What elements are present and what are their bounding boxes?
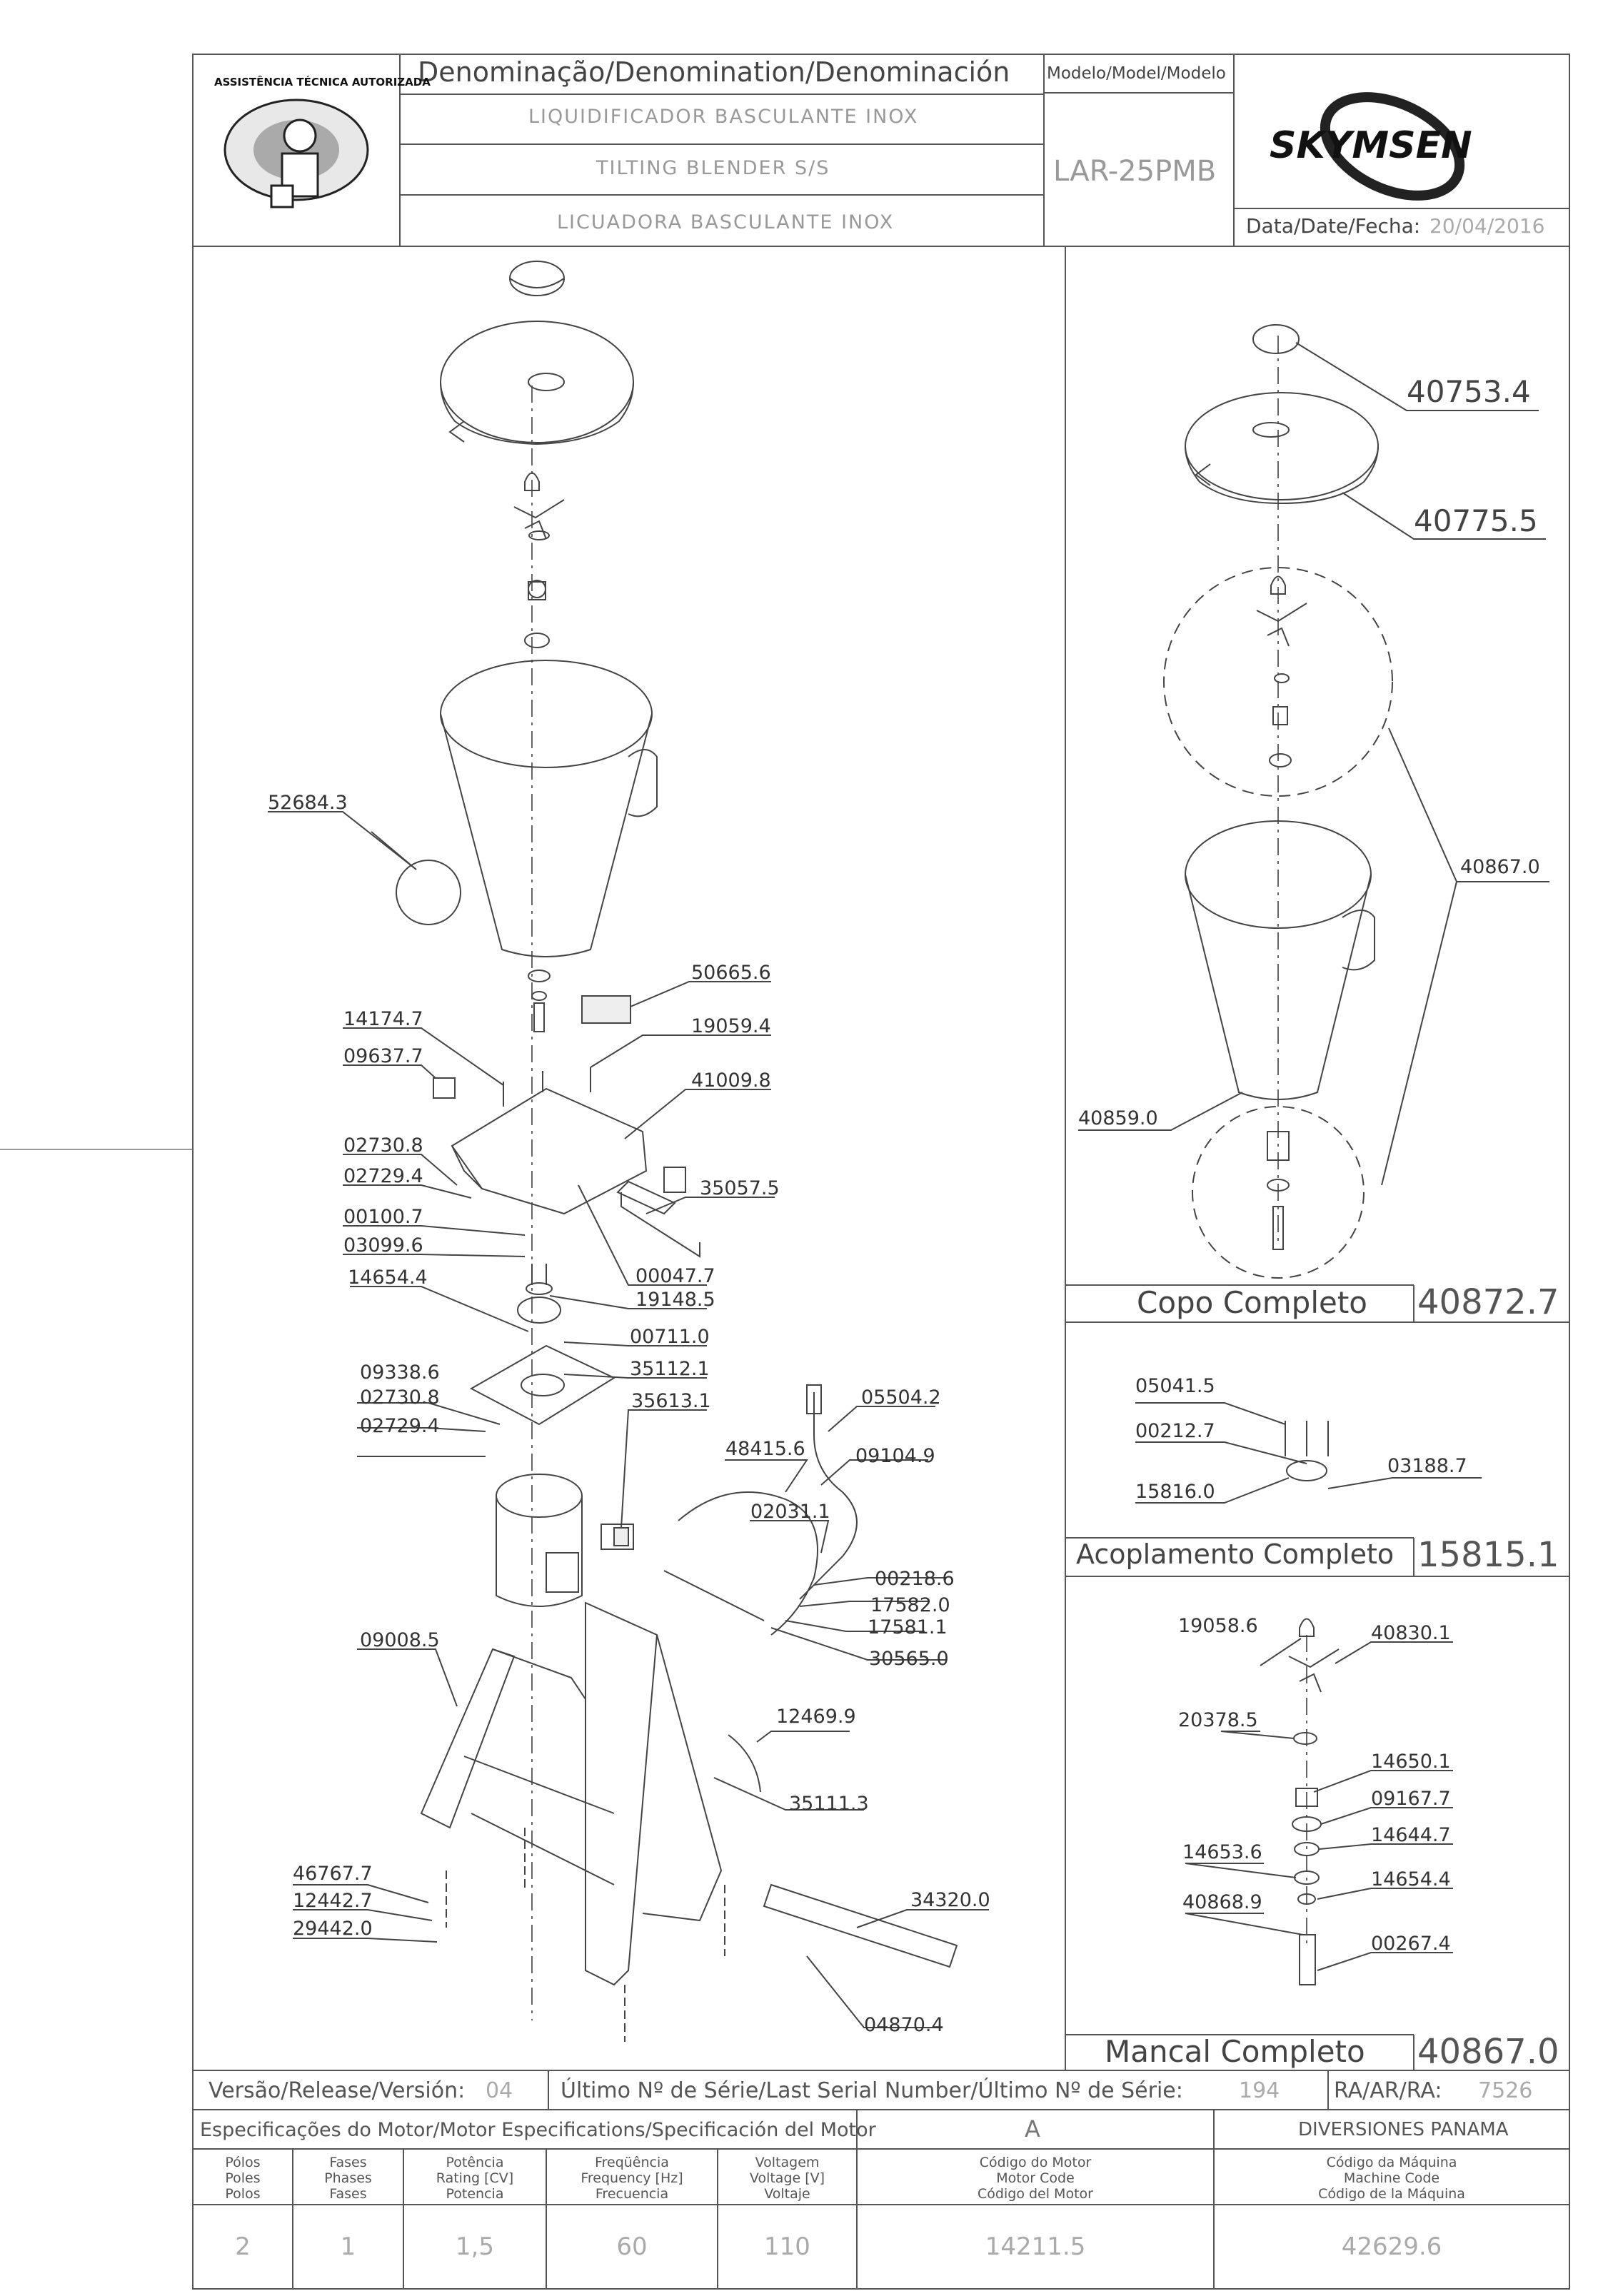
part-label: 30565.0	[869, 1648, 949, 1670]
part-label: 35613.1	[631, 1390, 711, 1412]
spec-value-motor-code: 14211.5	[985, 2232, 1086, 2261]
spec-value-phases: 1	[340, 2232, 356, 2261]
part-label: 14650.1	[1371, 1751, 1451, 1773]
part-label: 46767.7	[293, 1863, 373, 1885]
part-label: 02729.4	[343, 1165, 423, 1187]
section-number-acoplamento: 15815.1	[1417, 1535, 1559, 1575]
part-label: 09637.7	[343, 1045, 423, 1067]
seal-text: ASSISTÊNCIA TÉCNICA AUTORIZADA	[214, 76, 431, 89]
part-label: 14653.6	[1182, 1841, 1262, 1863]
spec-value-frequency: 60	[616, 2232, 648, 2261]
part-label: 00218.6	[875, 1568, 955, 1590]
part-label: 02729.4	[360, 1415, 440, 1437]
part-label: 52684.3	[268, 792, 348, 814]
part-label: 40859.0	[1078, 1107, 1158, 1129]
name-en: TILTING BLENDER S/S	[596, 157, 830, 179]
part-label: 34320.0	[910, 1889, 990, 1911]
date-label: Data/Date/Fecha:	[1246, 214, 1421, 238]
part-label: 14654.4	[348, 1267, 428, 1289]
name-pt: LIQUIDIFICADOR BASCULANTE INOX	[528, 106, 919, 128]
part-label: 19058.6	[1178, 1615, 1258, 1637]
part-label: 03188.7	[1387, 1455, 1467, 1477]
motor-spec-label: Especificações do Motor/Motor Especifica…	[200, 2119, 876, 2141]
spec-value-machine-code: 42629.6	[1341, 2232, 1442, 2261]
version-label: Versão/Release/Versión:	[208, 2078, 466, 2103]
denomination-label: Denominação/Denomination/Denominación	[418, 56, 1010, 88]
section-title-copo: Copo Completo	[1137, 1285, 1367, 1320]
part-label: 14644.7	[1371, 1824, 1451, 1846]
part-label: 40868.9	[1182, 1891, 1262, 1913]
part-label: 17581.1	[868, 1616, 948, 1638]
part-label: 12442.7	[293, 1890, 373, 1912]
part-label: 35057.5	[700, 1177, 780, 1199]
part-label: 14174.7	[343, 1008, 423, 1030]
assembly-views	[1078, 324, 1549, 1985]
part-label: 09104.9	[855, 1445, 935, 1467]
serial-label: Último Nº de Série/Last Serial Number/Úl…	[561, 2078, 1183, 2103]
part-label: 02730.8	[343, 1134, 423, 1157]
section-title-mancal: Mancal Completo	[1105, 2034, 1365, 2069]
part-label: 19148.5	[635, 1289, 715, 1311]
serial-value: 194	[1239, 2078, 1280, 2103]
part-label: 00711.0	[630, 1326, 710, 1348]
part-label: 35112.1	[630, 1358, 710, 1380]
part-label: 04870.4	[864, 2014, 944, 2036]
part-label: 05504.2	[861, 1386, 941, 1409]
part-label: 19059.4	[691, 1015, 771, 1037]
customer-name: DIVERSIONES PANAMA	[1298, 2119, 1509, 2140]
seal-icon	[223, 99, 369, 208]
motor-letter: A	[1025, 2115, 1040, 2143]
spec-value-poles: 2	[235, 2232, 251, 2261]
spec-value-voltage: 110	[764, 2232, 810, 2261]
part-label: 09338.6	[360, 1361, 440, 1384]
part-label: 14654.4	[1371, 1868, 1451, 1890]
date-value: 20/04/2016	[1429, 214, 1545, 238]
part-label: 09167.7	[1371, 1788, 1451, 1810]
section-title-acoplamento: Acoplamento Completo	[1076, 1539, 1395, 1570]
part-label: 40753.4	[1407, 374, 1531, 409]
part-label: 41009.8	[691, 1069, 771, 1092]
part-label: 12469.9	[776, 1706, 856, 1728]
part-label: 40867.0	[1460, 856, 1540, 878]
part-label: 50665.6	[691, 962, 771, 984]
part-label: 15816.0	[1135, 1481, 1215, 1503]
part-label: 29442.0	[293, 1918, 373, 1940]
part-label: 00047.7	[635, 1265, 715, 1287]
part-label: 40775.5	[1414, 503, 1538, 538]
version-value: 04	[486, 2078, 513, 2103]
spec-value-rating: 1,5	[455, 2232, 495, 2261]
part-label: 35111.3	[789, 1793, 869, 1815]
part-label: 40830.1	[1371, 1622, 1451, 1644]
part-label: 00212.7	[1135, 1420, 1215, 1442]
ra-value: 7526	[1478, 2078, 1533, 2103]
part-label: 05041.5	[1135, 1375, 1215, 1397]
part-label: 17582.0	[870, 1594, 950, 1616]
part-label: 20378.5	[1178, 1709, 1258, 1731]
part-label: 00100.7	[343, 1206, 423, 1228]
model-number: LAR-25PMB	[1053, 155, 1217, 188]
section-number-mancal: 40867.0	[1417, 2032, 1559, 2072]
brand-logo-icon	[1320, 92, 1465, 201]
exploded-view	[268, 261, 989, 2042]
part-label: 02031.1	[750, 1501, 830, 1523]
name-es: LICUADORA BASCULANTE INOX	[557, 211, 895, 233]
brand-logo: SKYMSEN	[1270, 124, 1472, 167]
part-label: 03099.6	[343, 1234, 423, 1257]
model-label: Modelo/Model/Modelo	[1047, 64, 1226, 83]
part-label: 00267.4	[1371, 1933, 1451, 1955]
part-label: 48415.6	[725, 1438, 805, 1460]
ra-label: RA/AR/RA:	[1334, 2078, 1442, 2103]
section-number-copo: 40872.7	[1417, 1282, 1559, 1322]
part-label: 09008.5	[360, 1629, 440, 1651]
part-label: 02730.8	[360, 1386, 440, 1409]
